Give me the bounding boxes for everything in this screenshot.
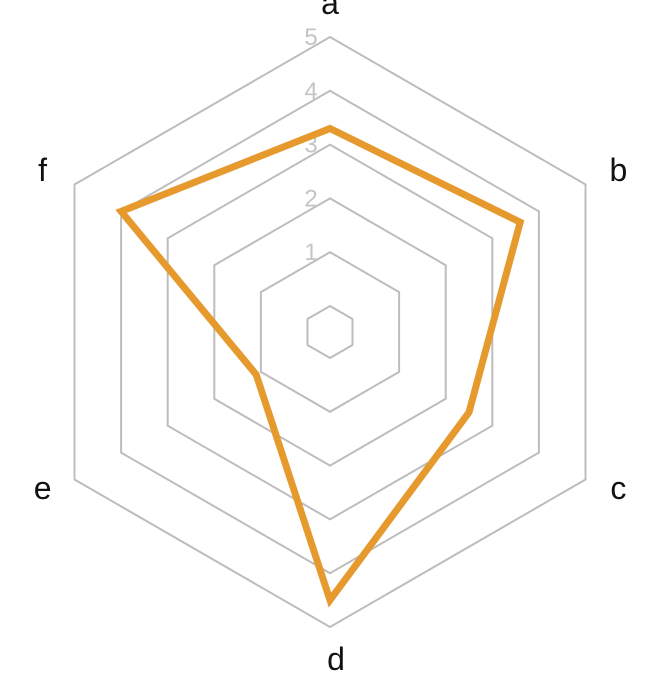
tick-label-1: 1 [304, 239, 317, 266]
grid-ring-2 [213, 197, 447, 467]
grid-ring-3 [166, 143, 494, 521]
axis-label-d: d [327, 641, 345, 677]
axis-label-e: e [34, 470, 52, 506]
axis-label-f: f [38, 152, 47, 188]
grid-ring-0 [306, 304, 354, 360]
axis-labels: a b c d e f [34, 0, 628, 677]
axis-label-c: c [610, 470, 626, 506]
grid-ring-1 [259, 251, 401, 413]
tick-label-2: 2 [304, 185, 317, 212]
tick-label-4: 4 [304, 78, 317, 105]
grid-ring-5 [73, 35, 587, 629]
series-line-0 [115, 124, 525, 608]
grid-ring-4 [120, 89, 540, 575]
radar-series [115, 124, 525, 608]
radar-grid [73, 35, 587, 629]
axis-label-b: b [610, 152, 628, 188]
axis-label-a: a [321, 0, 339, 21]
tick-label-5: 5 [304, 24, 317, 51]
